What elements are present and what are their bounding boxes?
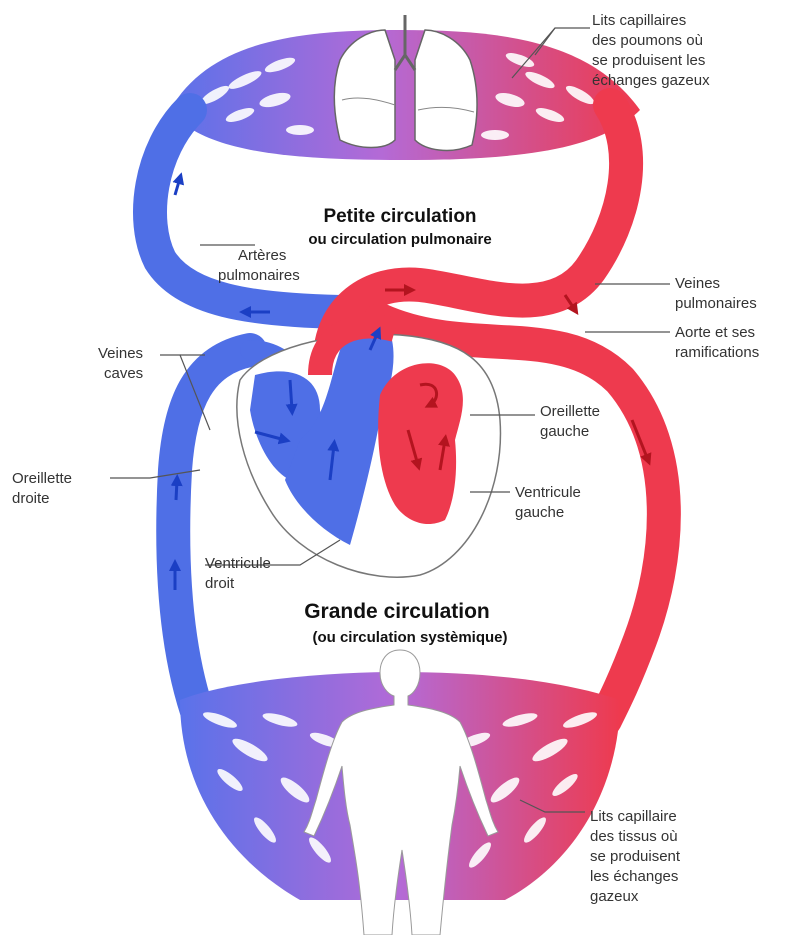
label-left-ventricle: Ventricule gauche — [515, 484, 585, 521]
label-lung-capillaries: Lits capillaires des poumons où se produ… — [592, 12, 710, 89]
label-left-atrium: Oreillette gauche — [540, 403, 604, 440]
label-pulmonary-arteries: Artères pulmonaires — [218, 247, 300, 284]
label-aorta: Aorte et ses ramifications — [675, 324, 759, 361]
label-right-atrium: Oreillette droite — [12, 470, 76, 507]
label-pulmonary-veins: Veines pulmonaires — [675, 275, 757, 312]
pulmonary-title: Petite circulation — [323, 206, 476, 227]
label-venae-cavae: Veines caves — [98, 345, 147, 382]
label-tissue-capillaries: Lits capillaire des tissus où se produis… — [590, 808, 684, 905]
systemic-subtitle: (ou circulation systèmique) — [312, 629, 507, 646]
label-right-ventricle: Ventricule droit — [205, 555, 275, 592]
systemic-title: Grande circulation — [304, 600, 490, 623]
heart-icon — [237, 326, 501, 577]
pulmonary-subtitle: ou circulation pulmonaire — [308, 231, 491, 248]
